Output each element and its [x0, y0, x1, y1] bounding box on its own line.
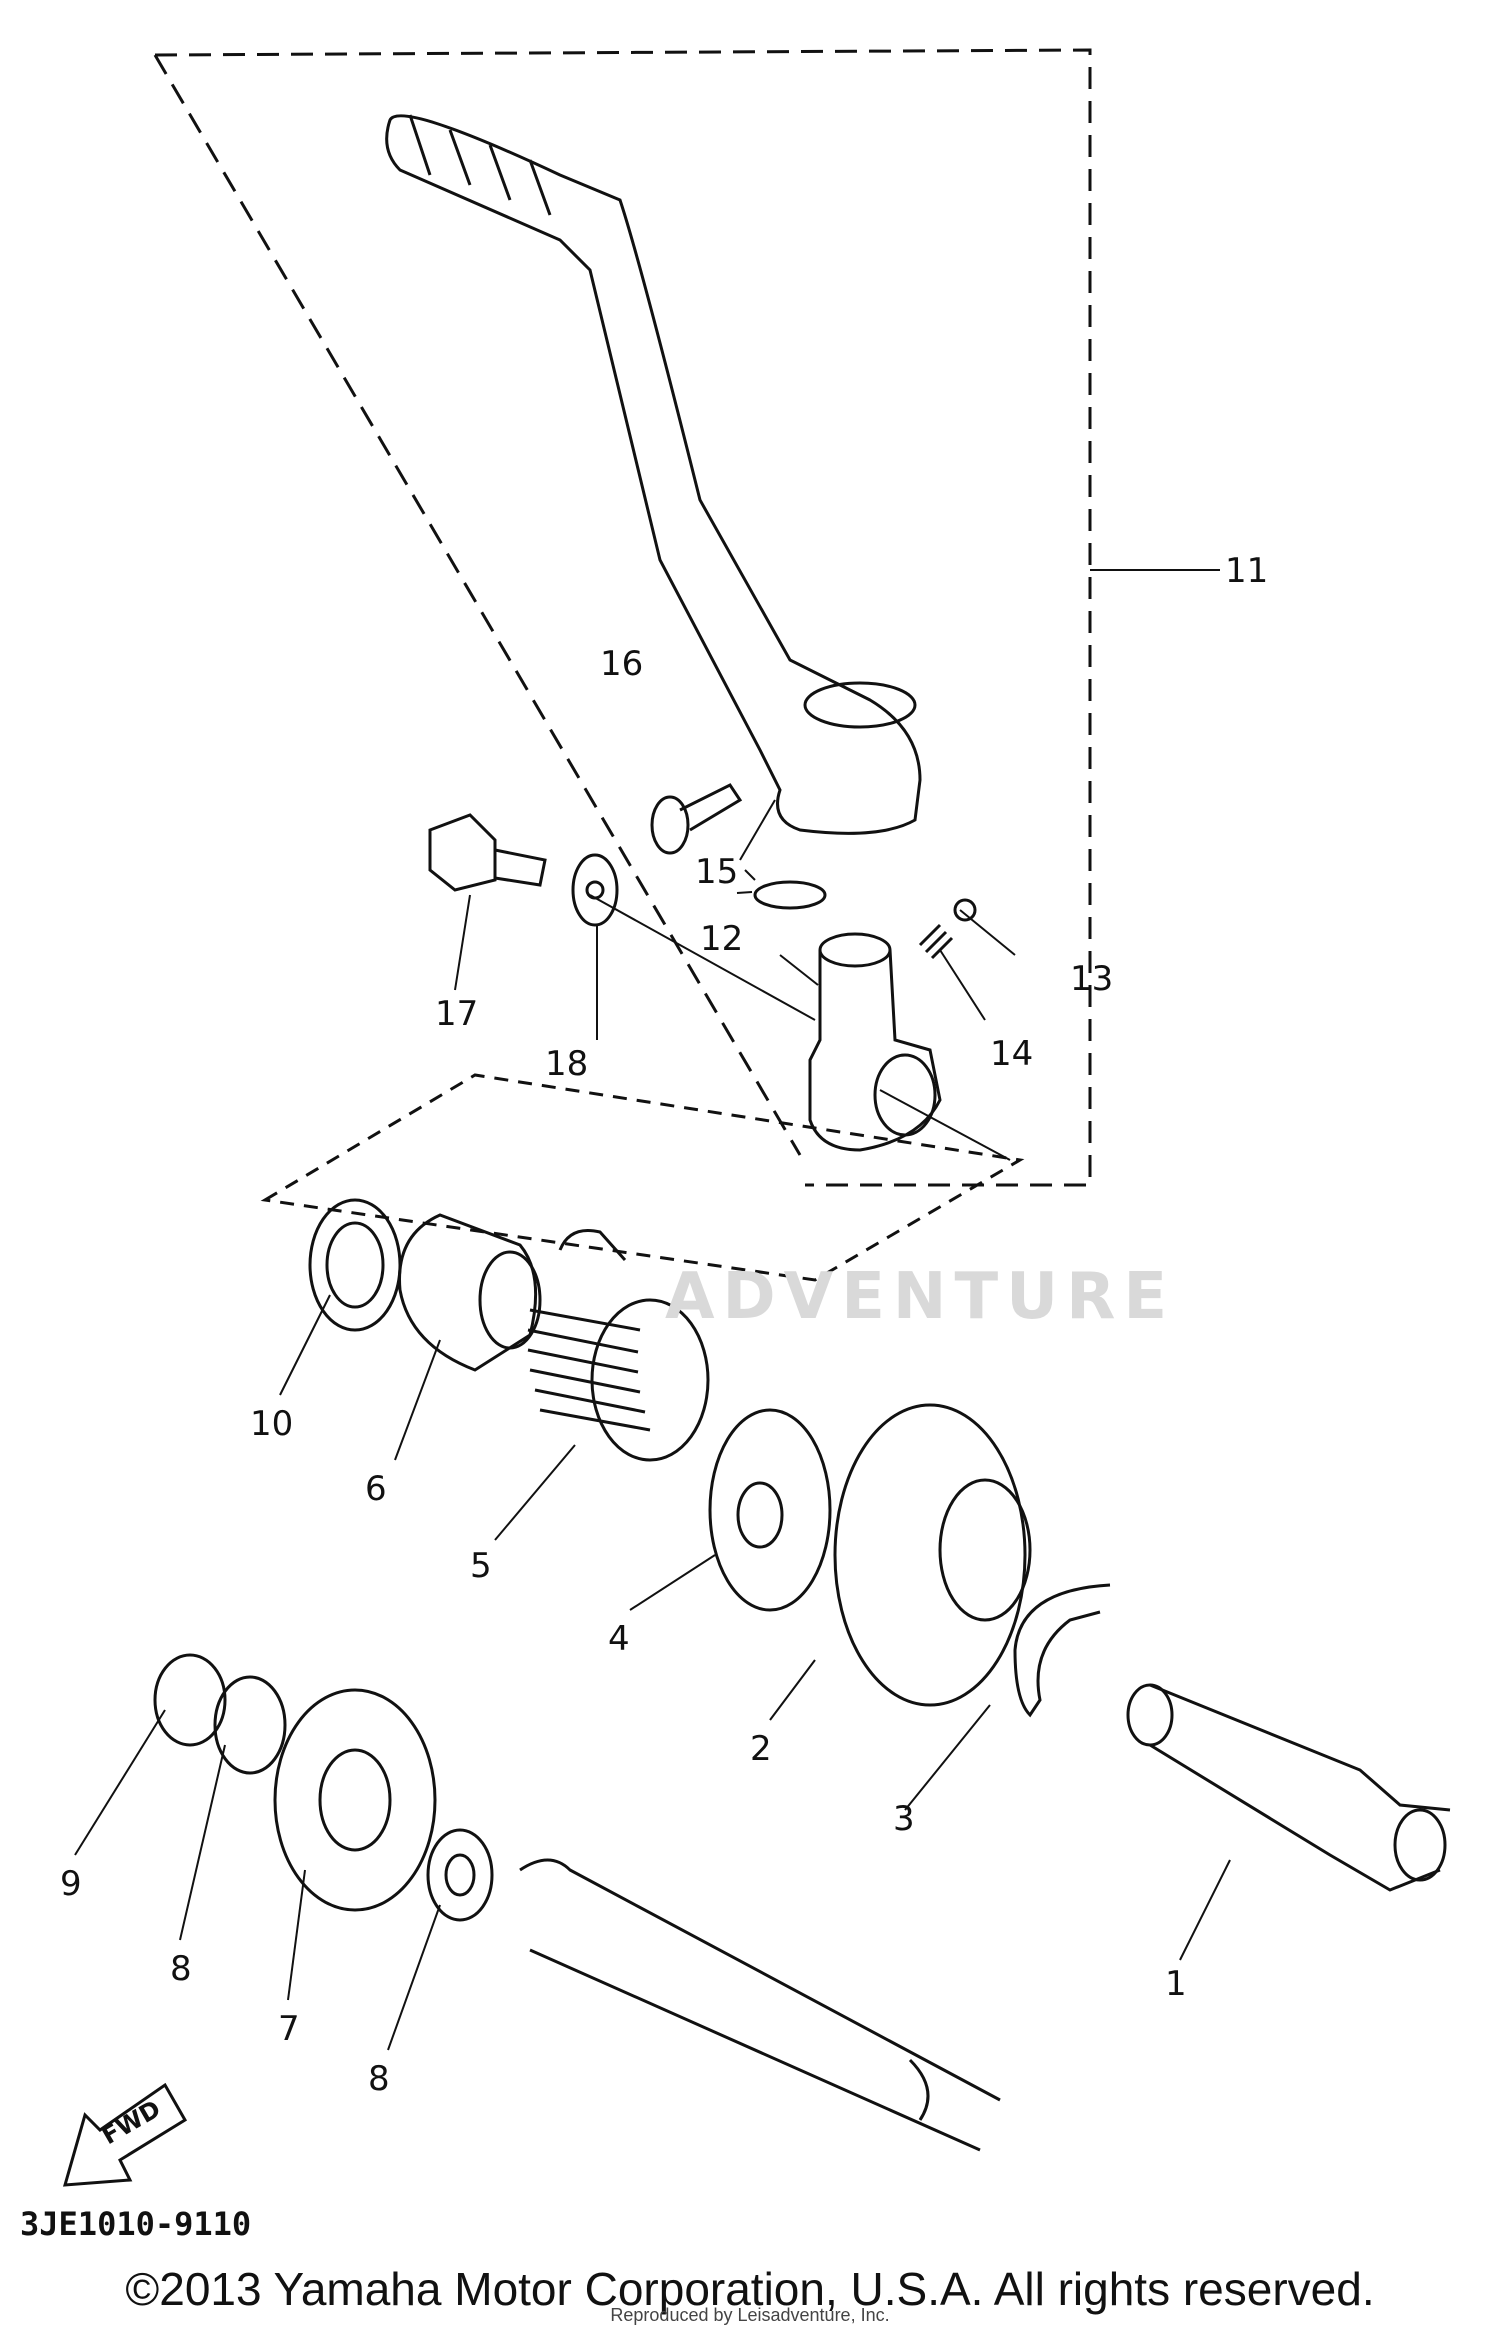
part-label-16: 16: [600, 644, 643, 684]
clip-3-shape: [1013, 1583, 1111, 1718]
part-label-9: 9: [60, 1864, 82, 1904]
part-label-13: 13: [1070, 959, 1113, 999]
fwd-arrow-icon: [62, 2082, 188, 2187]
spring-group-outline: [260, 1073, 1025, 1282]
circlip-9-shape: [153, 1653, 227, 1747]
kick-arm-shape: [385, 114, 922, 835]
part-label-14: 14: [990, 1034, 1033, 1074]
part-label-8-upper: 8: [170, 1949, 192, 1989]
part-label-17: 17: [435, 994, 478, 1034]
washer-8-lower-shape: [426, 1828, 494, 1922]
kick-shaft-1-shape: [1126, 1683, 1451, 1892]
part-label-8-lower: 8: [368, 2059, 390, 2099]
axle-shape: [519, 1858, 1001, 2152]
part-label-7: 7: [278, 2009, 300, 2049]
part-label-3: 3: [893, 1799, 915, 1839]
part-label-6: 6: [365, 1469, 387, 1509]
kick-gear-2-shape: [833, 1403, 1032, 1707]
bolt-17-shape: [428, 813, 547, 892]
washer-4-shape: [708, 1408, 832, 1612]
boss-12-shape: [808, 932, 942, 1152]
o-ring-15-shape: [753, 880, 827, 910]
part-label-2: 2: [750, 1729, 772, 1769]
copyright-notice: ©2013 Yamaha Motor Corporation, U.S.A. A…: [125, 2263, 1375, 2315]
fwd-label: FWD: [97, 2095, 165, 2151]
part-label-11: 11: [1225, 551, 1268, 591]
kick-arm-assembly-outline: [153, 48, 1092, 1187]
spring-14-shape: [918, 923, 954, 960]
reproduced-by-notice: Reproduced by Leisadventure, Inc.: [610, 2305, 890, 2325]
part-label-18: 18: [545, 1044, 588, 1084]
collar-6-shape: [398, 1213, 542, 1372]
drawing-code: 3JE1010-9110: [20, 2205, 252, 2243]
idle-gear-7-shape: [273, 1688, 437, 1912]
torsion-spring-5-shape: [527, 1229, 710, 1462]
part-label-5: 5: [470, 1546, 492, 1586]
part-label-10: 10: [250, 1404, 293, 1444]
bolt-16-shape: [650, 783, 743, 855]
washer-8-upper-shape: [213, 1675, 287, 1775]
oil-seal-10-shape: [308, 1198, 402, 1332]
part-label-1: 1: [1165, 1964, 1187, 2004]
part-label-4: 4: [608, 1619, 630, 1659]
washer-18-shape: [571, 853, 619, 927]
watermark-text: ADVENTURE: [665, 1260, 1175, 1334]
ball-13-shape: [953, 898, 977, 922]
part-label-12: 12: [700, 919, 743, 959]
part-label-15: 15: [695, 852, 738, 892]
